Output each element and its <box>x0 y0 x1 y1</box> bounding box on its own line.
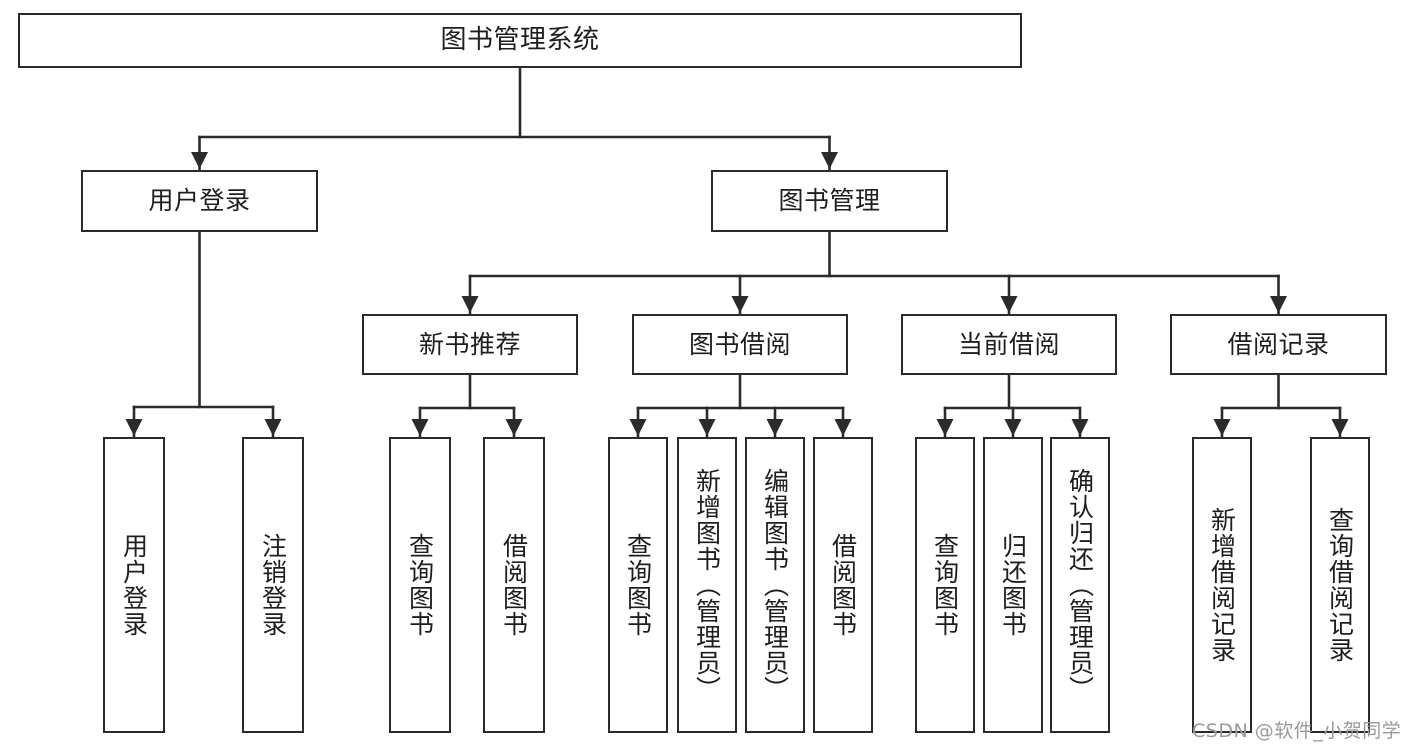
node-label: 查询图书 <box>930 533 960 637</box>
node-label: 借阅图书 <box>828 533 858 637</box>
node-leaf-5[interactable]: 查询图书 <box>608 437 668 733</box>
node-label: 查询图书 <box>623 533 653 637</box>
node-leaf-13[interactable]: 查询借阅记录 <box>1310 437 1370 733</box>
node-label: 用户登录 <box>119 533 149 637</box>
arrow-head-icon <box>834 419 852 436</box>
arrow-head-icon <box>1004 419 1022 436</box>
arrow-head-icon <box>1071 419 1089 436</box>
node-borrow[interactable]: 图书借阅 <box>632 314 848 375</box>
node-label: 编辑图书（管理员） <box>760 468 790 702</box>
node-label: 查询图书 <box>405 533 435 637</box>
arrow-head-icon <box>629 419 647 436</box>
node-label: 借阅图书 <box>499 533 529 637</box>
node-root[interactable]: 图书管理系统 <box>18 13 1022 68</box>
node-label: 当前借阅 <box>957 329 1060 359</box>
arrow-head-icon <box>936 419 954 436</box>
node-leaf-11[interactable]: 确认归还（管理员） <box>1050 437 1110 733</box>
arrow-head-icon <box>505 419 523 436</box>
node-leaf-4[interactable]: 借阅图书 <box>483 437 545 733</box>
arrow-head-icon <box>125 419 143 436</box>
node-label: 注销登录 <box>258 533 288 637</box>
node-label: 图书借阅 <box>688 329 791 359</box>
arrow-head-icon <box>1000 296 1018 313</box>
arrow-head-icon <box>461 296 479 313</box>
node-leaf-10[interactable]: 归还图书 <box>983 437 1043 733</box>
node-leaf-8[interactable]: 借阅图书 <box>813 437 873 733</box>
node-current[interactable]: 当前借阅 <box>901 314 1117 375</box>
arrow-head-icon <box>191 152 208 169</box>
node-label: 归还图书 <box>998 533 1028 637</box>
node-leaf-12[interactable]: 新增借阅记录 <box>1192 437 1252 733</box>
arrow-head-icon <box>731 296 749 313</box>
node-label: 图书管理系统 <box>440 24 600 55</box>
arrow-head-icon <box>1270 296 1287 313</box>
arrow-head-icon <box>766 419 784 436</box>
node-leaf-9[interactable]: 查询图书 <box>915 437 975 733</box>
node-label: 图书管理 <box>778 186 881 215</box>
node-label: 新书推荐 <box>418 329 521 359</box>
arrow-head-icon <box>698 419 716 436</box>
arrow-head-icon <box>1213 419 1231 436</box>
node-label: 新增图书（管理员） <box>692 468 722 702</box>
node-login[interactable]: 用户登录 <box>81 170 318 232</box>
node-label: 新增借阅记录 <box>1207 507 1237 663</box>
arrow-head-icon <box>821 152 838 169</box>
arrow-head-icon <box>411 419 429 436</box>
node-label: 确认归还（管理员） <box>1065 468 1095 702</box>
node-newbook[interactable]: 新书推荐 <box>362 314 578 375</box>
node-bookmgr[interactable]: 图书管理 <box>711 170 948 232</box>
node-label: 用户登录 <box>148 186 251 215</box>
node-leaf-3[interactable]: 查询图书 <box>389 437 451 733</box>
node-leaf-2[interactable]: 注销登录 <box>242 437 304 733</box>
arrow-head-icon <box>264 419 282 436</box>
node-leaf-6[interactable]: 新增图书（管理员） <box>677 437 737 733</box>
node-label: 查询借阅记录 <box>1325 507 1355 663</box>
node-record[interactable]: 借阅记录 <box>1170 314 1387 375</box>
arrow-head-icon <box>1331 419 1349 436</box>
node-leaf-7[interactable]: 编辑图书（管理员） <box>745 437 805 733</box>
watermark: CSDN @软件_小贺同学 <box>1192 720 1402 742</box>
node-label: 借阅记录 <box>1227 329 1330 359</box>
node-leaf-1[interactable]: 用户登录 <box>103 437 165 733</box>
